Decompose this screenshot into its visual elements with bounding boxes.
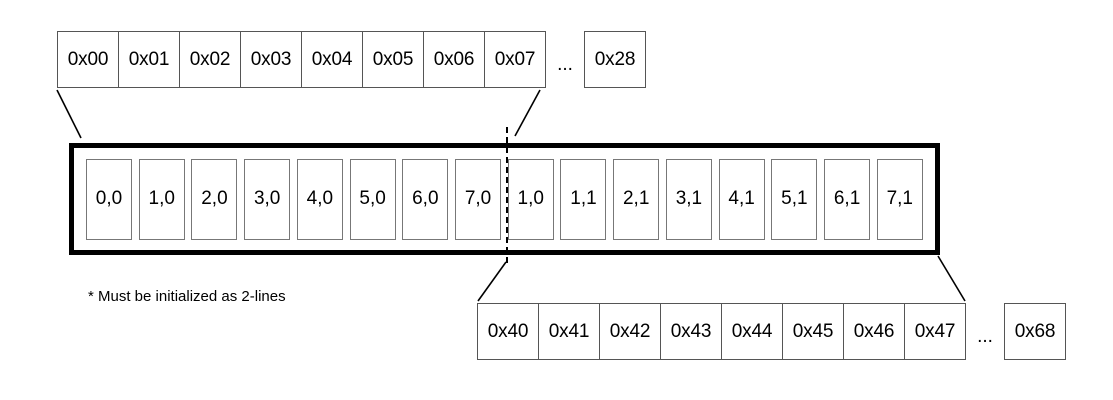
cache-slot: 0,0	[86, 158, 132, 240]
cache-slot: 3,0	[244, 158, 291, 240]
address-cell: 0x41	[538, 303, 600, 360]
cache-slot: 6,1	[824, 158, 871, 240]
cache-slot: 2,0	[191, 158, 238, 240]
cache-slot: 1,0	[138, 158, 185, 240]
cache-slot: 4,1	[718, 158, 765, 240]
address-cell: 0x05	[362, 31, 424, 88]
cache-slot: 6,0	[402, 158, 449, 240]
address-cell: 0x42	[599, 303, 661, 360]
cache-slot: 4,0	[296, 158, 343, 240]
footnote-text: * Must be initialized as 2-lines	[88, 288, 286, 305]
address-cell: 0x40	[477, 303, 539, 360]
cache-line-divider	[506, 127, 508, 263]
address-cell: 0x43	[660, 303, 722, 360]
address-cell: 0x07	[484, 31, 546, 88]
cache-slot: 2,1	[613, 158, 660, 240]
cache-slot-container: 0,0 1,0 2,0 3,0 4,0 5,0 6,0 7,0 1,0 1,1 …	[74, 148, 935, 250]
cache-buffer: 0,0 1,0 2,0 3,0 4,0 5,0 6,0 7,0 1,0 1,1 …	[69, 143, 940, 255]
top-address-row: 0x00 0x01 0x02 0x03 0x04 0x05 0x06 0x07 …	[57, 31, 646, 88]
address-cell: 0x01	[118, 31, 180, 88]
address-gap-ellipsis: ...	[557, 54, 573, 75]
address-cell: 0x45	[782, 303, 844, 360]
cache-slot: 7,1	[876, 158, 923, 240]
cache-slot: 1,1	[560, 158, 607, 240]
address-cell: 0x06	[423, 31, 485, 88]
address-cell: 0x47	[904, 303, 966, 360]
address-cell: 0x04	[301, 31, 363, 88]
address-cell-tail: 0x28	[584, 31, 646, 88]
address-cell: 0x44	[721, 303, 783, 360]
address-cell: 0x00	[57, 31, 119, 88]
bottom-address-row: 0x40 0x41 0x42 0x43 0x44 0x45 0x46 0x47 …	[477, 303, 1066, 360]
cache-slot: 3,1	[665, 158, 712, 240]
address-gap-ellipsis: ...	[977, 326, 993, 347]
cache-slot: 5,0	[349, 158, 396, 240]
address-cell-tail: 0x68	[1004, 303, 1066, 360]
cache-slot: 5,1	[771, 158, 818, 240]
cache-slot: 7,0	[455, 158, 502, 240]
cache-slot: 1,0	[507, 158, 554, 240]
address-cell: 0x46	[843, 303, 905, 360]
address-cell: 0x02	[179, 31, 241, 88]
